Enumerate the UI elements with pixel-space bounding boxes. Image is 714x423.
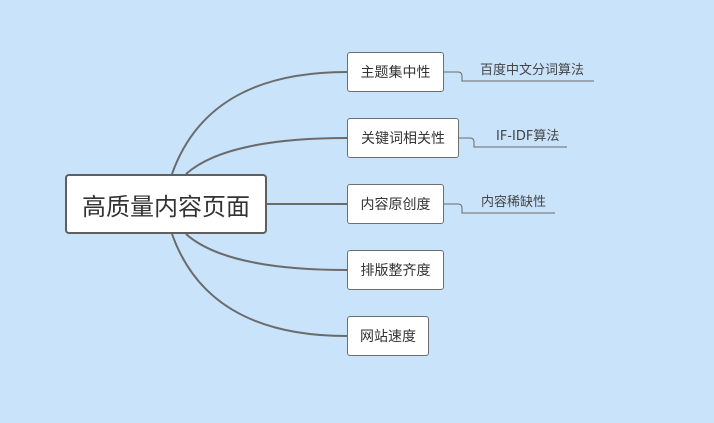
subtopic-1[interactable]: 百度中文分词算法 [480,63,585,78]
branch-topic-label: 关键词相关性 [361,131,445,147]
link-branch-1-leaf [444,71,594,82]
branch-topic-label: 内容原创度 [360,197,431,213]
root-topic-label: 高质量内容页面 [82,192,250,221]
subtopic-3[interactable]: 内容稀缺性 [481,195,547,210]
link-root-branch-2 [185,137,348,175]
branch-topic-label: 排版整齐度 [360,263,431,279]
link-branch-2-leaf [459,137,567,148]
link-root-branch-4 [185,233,348,271]
root-topic[interactable]: 高质量内容页面 [65,174,267,234]
link-branch-3-leaf [444,203,555,214]
branch-topic-4[interactable]: 排版整齐度 [347,250,444,290]
branch-topic-5[interactable]: 网站速度 [347,316,429,356]
subtopic-2[interactable]: IF-IDF算法 [496,129,560,144]
branch-topic-3[interactable]: 内容原创度 [347,184,444,224]
link-root-branch-5 [171,233,348,337]
branch-topic-label: 网站速度 [360,329,416,345]
branch-topic-1[interactable]: 主题集中性 [347,52,444,92]
branch-topic-2[interactable]: 关键词相关性 [347,118,459,158]
link-root-branch-1 [171,71,348,175]
branch-topic-label: 主题集中性 [360,65,431,81]
